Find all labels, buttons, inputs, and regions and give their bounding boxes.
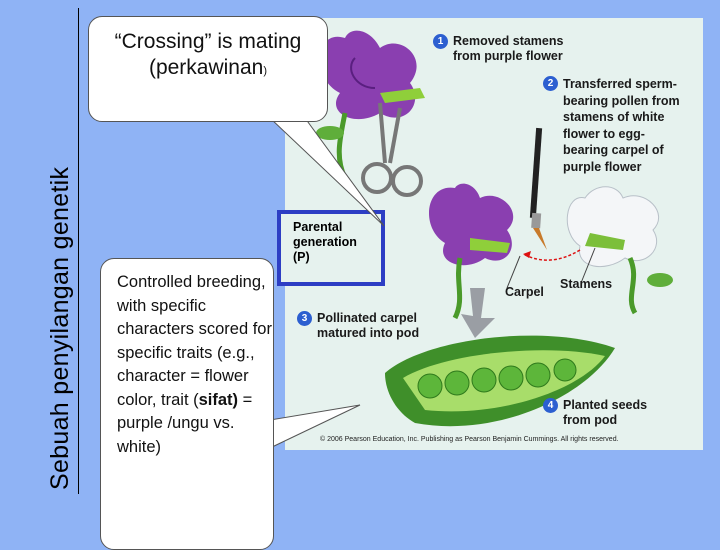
step-4-badge: 4 — [543, 398, 558, 413]
callout-breeding-bold: sifat) — [198, 390, 239, 409]
step-3: 3 Pollinated carpel matured into pod — [297, 311, 419, 341]
step-4-text: Planted seeds from pod — [563, 398, 648, 427]
growth-arrow — [461, 288, 495, 338]
callout-top-tail — [268, 117, 385, 227]
scissors-icon — [361, 102, 423, 197]
step-2: 2 Transferred sperm- bearing pollen from… — [543, 76, 680, 175]
step-3-text: Pollinated carpel matured into pod — [317, 311, 420, 340]
step-1-badge: 1 — [433, 34, 448, 49]
callout-breeding-part2: = purple /ungu vs. white) — [117, 390, 253, 456]
paintbrush-icon — [529, 127, 547, 250]
copyright-text: © 2006 Pearson Education, Inc. Publishin… — [320, 436, 619, 443]
figure-illustration — [316, 30, 673, 427]
white-flower — [566, 186, 673, 315]
purple-flower-middle — [428, 183, 514, 320]
step-2-text: Transferred sperm- bearing pollen from s… — [563, 77, 680, 174]
carpel-label: Carpel — [505, 285, 544, 299]
step-1: 1 Removed stamens from purple flower — [433, 34, 563, 64]
stamens-label: Stamens — [560, 277, 613, 291]
side-divider — [78, 8, 79, 494]
callout-bottom-tail — [269, 404, 361, 449]
callout-breeding-text: Controlled breeding, with specific chara… — [101, 259, 273, 459]
step-4: 4 Planted seeds from pod — [543, 398, 647, 428]
parental-generation-box: Parental generation (P) — [277, 210, 385, 286]
callout-crossing-main: “Crossing” is mating (perkawinan — [114, 30, 302, 79]
callout-crossing: “Crossing” is mating (perkawinan) — [88, 16, 328, 122]
callout-controlled-breeding: Controlled breeding, with specific chara… — [100, 258, 274, 550]
pollen-transfer-arrow — [522, 249, 581, 261]
step-2-badge: 2 — [543, 76, 558, 91]
callout-crossing-text: “Crossing” is mating (perkawinan) — [89, 17, 327, 84]
step-1-text: Removed stamens from purple flower — [453, 34, 564, 63]
callout-crossing-suffix: ) — [263, 65, 268, 77]
pea-pod — [385, 335, 615, 427]
step-3-badge: 3 — [297, 311, 312, 326]
parental-generation-label: Parental generation (P) — [293, 220, 357, 264]
callout-breeding-part1: Controlled breeding, with specific chara… — [117, 273, 272, 409]
